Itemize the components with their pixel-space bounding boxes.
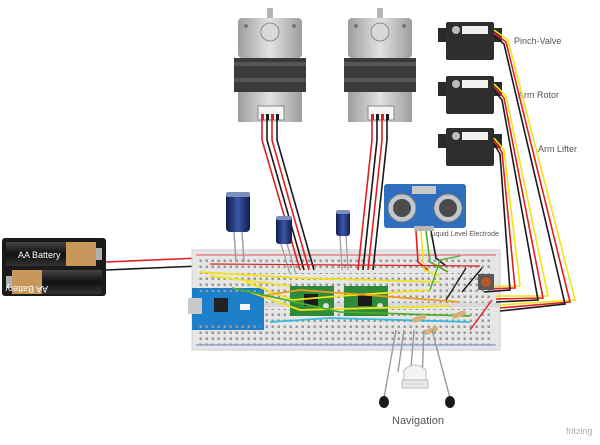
ultrasonic-sensor xyxy=(384,184,466,231)
liquid-level-electrode-label: Liquid Level Electrode xyxy=(430,231,499,238)
stepper-motor-1 xyxy=(234,8,306,122)
fritzing-watermark: fritzing xyxy=(566,426,593,436)
battery-cell-1: AA Battery xyxy=(6,242,102,266)
stepper-driver-2 xyxy=(344,286,388,316)
stepper-motor-2 xyxy=(344,8,416,122)
battery-cell-1-label: AA Battery xyxy=(18,250,61,260)
capacitor-small-2 xyxy=(336,210,350,271)
arm-rotor-label: Arm Rotor xyxy=(518,90,559,100)
photoresistor-left xyxy=(379,396,389,408)
capacitor-small-1 xyxy=(276,216,297,275)
servo-pinch-valve xyxy=(438,22,502,60)
arduino-nano xyxy=(188,288,264,330)
capacitor-large xyxy=(226,192,250,263)
battery-cell-2: AA Battery xyxy=(5,270,102,294)
navigation-label: Navigation xyxy=(392,415,444,427)
stepper-motor-2-wires xyxy=(357,120,388,271)
battery-cell-2-label: AA Battery xyxy=(5,284,48,294)
navigation-led xyxy=(401,364,429,389)
servo-wires xyxy=(483,29,577,312)
battery-pack: AA Battery AA Battery xyxy=(2,238,106,296)
pinch-valve-label: Pinch-Valve xyxy=(514,36,561,46)
jumper-wires xyxy=(199,255,493,331)
servo-arm-lifter xyxy=(438,128,502,166)
servo-arm-rotor xyxy=(438,76,502,114)
arm-lifter-label: Arm Lifter xyxy=(538,144,577,154)
resistors xyxy=(412,310,467,335)
photoresistor-right xyxy=(445,396,455,408)
push-button xyxy=(478,274,494,290)
